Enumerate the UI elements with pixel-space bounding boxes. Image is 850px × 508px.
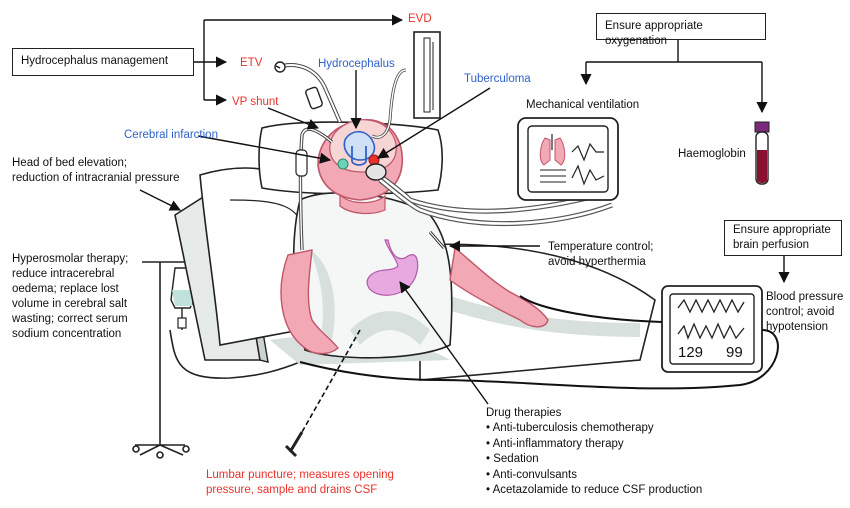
ventilator-tubing — [365, 163, 613, 227]
label-hydrocephalus: Hydrocephalus — [318, 58, 395, 70]
drug-list: Anti-tuberculosis chemotherapy Anti-infl… — [486, 421, 703, 499]
label-line: Head of bed elevation; — [12, 157, 128, 169]
drug-therapies-title: Drug therapies — [486, 407, 562, 419]
vp-shunt-tube — [295, 127, 334, 251]
label-line: pressure, sample and drains CSF — [206, 484, 378, 496]
drug-item: Sedation — [486, 452, 702, 468]
label-line: volume in cerebral salt — [12, 298, 128, 310]
label-evd: EVD — [408, 13, 432, 25]
temperature-probe — [428, 231, 446, 249]
label-line: Hyperosmolar therapy; — [12, 253, 129, 265]
haemoglobin-tube — [754, 121, 770, 185]
etv-endoscope — [274, 61, 342, 123]
lumbar-needle — [284, 329, 361, 458]
label-vp-shunt: VP shunt — [232, 96, 279, 108]
drug-item: Anti-convulsants — [486, 468, 702, 484]
drug-item: Anti-tuberculosis chemotherapy — [486, 421, 702, 437]
label-line: sodium concentration — [12, 328, 122, 340]
ventilator-monitor — [517, 117, 619, 201]
ensure-oxygenation-box: Ensure appropriate oxygenation — [596, 13, 766, 47]
drug-item: Acetazolamide to reduce CSF production — [486, 483, 703, 499]
label-tuberculoma: Tuberculoma — [464, 73, 531, 85]
drug-therapies: Drug therapies Anti-tuberculosis chemoth… — [486, 406, 702, 499]
brain — [329, 119, 397, 173]
label-line: reduce intracerebral — [12, 268, 115, 280]
label-line: hypotension — [766, 321, 829, 333]
label-head-of-bed: Head of bed elevation; reduction of intr… — [12, 156, 179, 186]
label-line: Lumbar puncture; measures opening — [206, 469, 394, 481]
iv-stand — [132, 261, 301, 459]
left-arm — [280, 249, 339, 355]
label-line: Blood pressure — [766, 291, 844, 303]
bp-readout-left: 129 — [678, 344, 704, 361]
box-text: Ensure appropriate oxygenation — [605, 20, 703, 47]
label-line: control; avoid — [766, 306, 835, 318]
label-temperature: Temperature control; avoid hyperthermia — [548, 240, 653, 270]
ensure-perfusion-box: Ensure appropriate brain perfusion — [724, 220, 842, 256]
evd-device — [371, 31, 441, 139]
label-etv: ETV — [240, 57, 263, 69]
label-cerebral-infarction: Cerebral infarction — [124, 129, 218, 141]
label-haemoglobin: Haemoglobin — [678, 148, 746, 160]
infarction-lesion — [337, 158, 349, 170]
label-blood-pressure: Blood pressure control; avoid hypotensio… — [766, 290, 843, 335]
label-line: Temperature control; — [548, 241, 654, 253]
label-line: wasting; correct serum — [12, 313, 128, 325]
bp-cable — [299, 295, 779, 390]
label-line: avoid hyperthermia — [548, 256, 646, 268]
bp-monitor — [661, 285, 763, 373]
label-line: reduction of intracranial pressure — [12, 172, 180, 184]
label-mechanical-ventilation: Mechanical ventilation — [526, 99, 640, 111]
label-hyperosmolar: Hyperosmolar therapy; reduce intracerebr… — [12, 252, 128, 342]
hydrocephalus-management-box: Hydrocephalus management — [12, 48, 194, 76]
right-arm — [449, 246, 549, 328]
box-text-line: brain perfusion — [733, 239, 810, 251]
box-text-line: Ensure appropriate — [733, 224, 831, 236]
connectors — [139, 14, 790, 405]
bp-readout-right: 99 — [726, 344, 743, 361]
label-lumbar-puncture: Lumbar puncture; measures opening pressu… — [206, 468, 394, 498]
box-text: Hydrocephalus management — [21, 55, 169, 67]
label-line: oedema; replace lost — [12, 283, 119, 295]
drug-item: Anti-inflammatory therapy — [486, 437, 702, 453]
